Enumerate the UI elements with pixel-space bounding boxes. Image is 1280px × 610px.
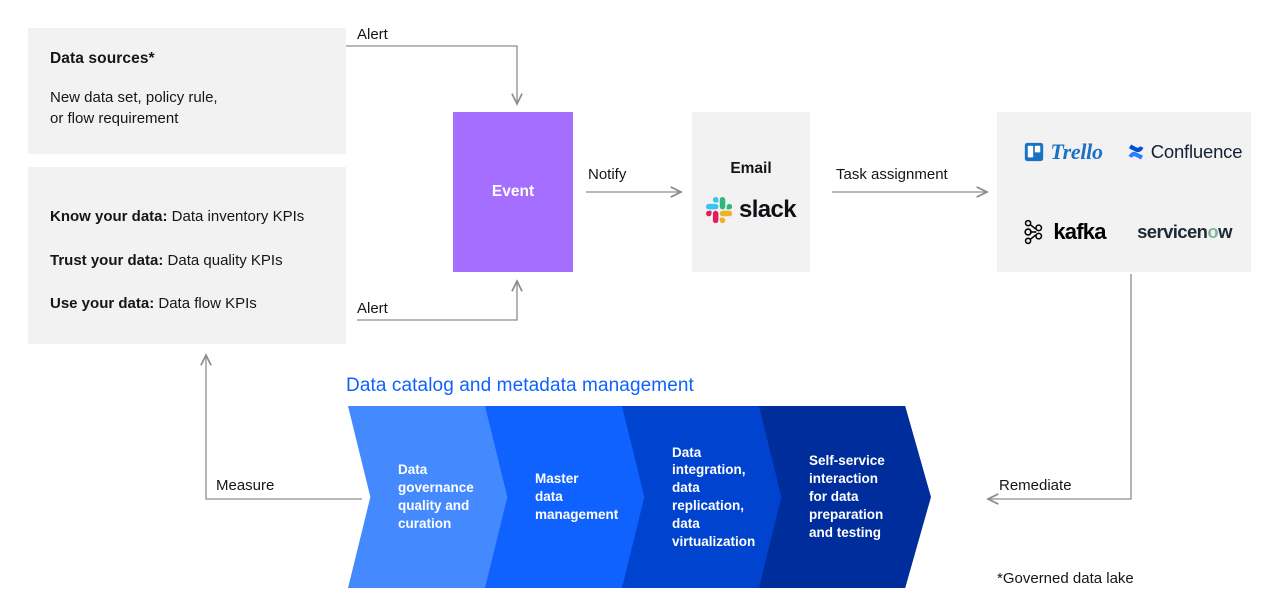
slack-lockup: slack bbox=[705, 196, 797, 224]
kpi-value-know: Data inventory KPIs bbox=[167, 208, 305, 225]
event-label: Event bbox=[491, 183, 535, 200]
connector-label-task-assignment: Task assignment bbox=[836, 166, 948, 183]
kpi-row-use: Use your data: Data flow KPIs bbox=[50, 294, 324, 314]
servicenow-wordmark: servicenow bbox=[1137, 221, 1232, 242]
confluence-icon bbox=[1128, 144, 1144, 160]
slack-wordmark: slack bbox=[738, 196, 797, 223]
tool-kafka: kafka bbox=[1021, 219, 1106, 245]
confluence-wordmark: Confluence bbox=[1150, 141, 1243, 162]
kpi-label-use: Use your data: bbox=[50, 295, 155, 312]
trello-icon bbox=[1025, 142, 1044, 162]
data-sources-body: New data set, policy rule, or flow requi… bbox=[50, 87, 324, 130]
kpi-label-know: Know your data: bbox=[50, 208, 168, 225]
data-sources-body-line2: or flow requirement bbox=[50, 109, 179, 127]
email-channel-box: Email slack bbox=[692, 112, 810, 272]
kafka-icon bbox=[1024, 219, 1043, 245]
data-sources-panel: Data sources* New data set, policy rule,… bbox=[28, 28, 346, 154]
connector-label-alert-bottom: Alert bbox=[357, 300, 388, 317]
tool-trello: Trello bbox=[1024, 139, 1103, 165]
slack-icon bbox=[705, 197, 732, 223]
kpi-label-trust: Trust your data: bbox=[50, 251, 164, 269]
kpi-row-trust: Trust your data: Data quality KPIs bbox=[50, 251, 324, 271]
connector-label-notify: Notify bbox=[588, 166, 627, 183]
tool-servicenow: servicenow bbox=[1137, 221, 1232, 243]
connector-label-remediate: Remediate bbox=[999, 477, 1072, 494]
kpi-row-know: Know your data: Data inventory KPIs bbox=[50, 207, 324, 227]
connector-label-measure: Measure bbox=[216, 477, 275, 494]
kpi-panel: Know your data: Data inventory KPIs Trus… bbox=[28, 167, 346, 344]
wire-alert-top bbox=[346, 45, 517, 104]
event-box: Event bbox=[453, 112, 573, 272]
pipeline-title: Data catalog and metadata management bbox=[346, 375, 694, 396]
connector-label-alert-top: Alert bbox=[357, 26, 388, 43]
email-label: Email bbox=[730, 160, 772, 177]
data-sources-body-line1: New data set, policy rule, bbox=[50, 88, 218, 106]
tool-confluence: Confluence bbox=[1127, 141, 1243, 163]
kpi-value-use: Data flow KPIs bbox=[154, 295, 257, 312]
wire-remediate bbox=[988, 274, 1132, 499]
data-sources-title: Data sources* bbox=[50, 50, 155, 67]
kpi-value-trust: Data quality KPIs bbox=[163, 251, 283, 269]
trello-wordmark: Trello bbox=[1050, 139, 1103, 164]
footnote: *Governed data lake bbox=[997, 570, 1134, 587]
kafka-wordmark: kafka bbox=[1053, 219, 1106, 244]
tools-box: Trello Confluence bbox=[997, 112, 1251, 272]
